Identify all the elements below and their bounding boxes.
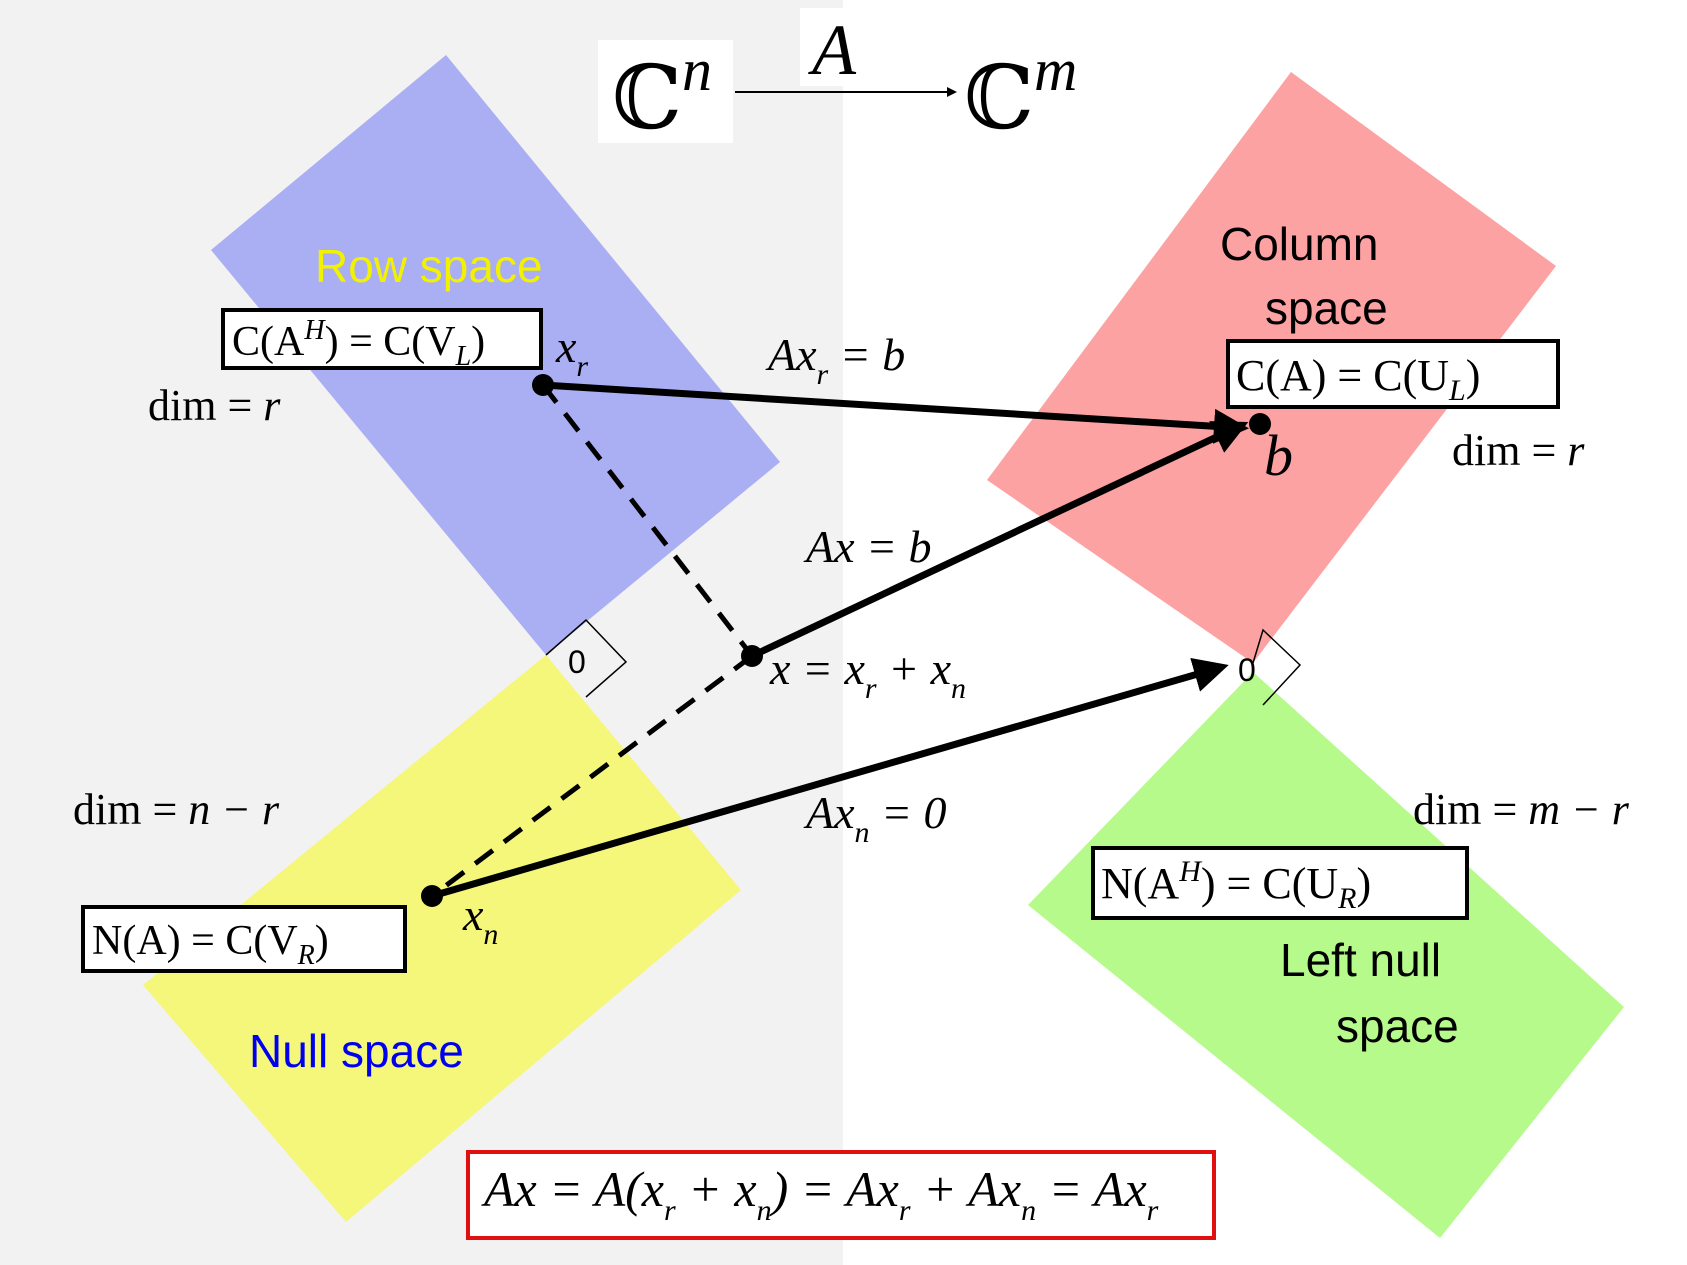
header-map-box	[800, 8, 875, 86]
origin-left-corner	[545, 618, 628, 698]
left-null-space-region	[1028, 672, 1624, 1238]
dashed-xr-to-x	[541, 383, 754, 658]
null-space-dim: dim = n − r	[73, 785, 280, 834]
point-x	[741, 645, 763, 667]
label-xn: xn	[462, 889, 498, 951]
header-domain: ℂn	[612, 37, 712, 148]
label-xr: xr	[555, 321, 588, 383]
label-axr: Axr = b	[765, 329, 905, 391]
left-null-space-formula: N(AH) = C(UR)	[1101, 855, 1371, 915]
row-space-formula: C(AH) = C(VL)	[232, 315, 485, 372]
point-xn	[421, 885, 443, 907]
left-null-space-title-line2: space	[1336, 1000, 1459, 1052]
left-null-space-dim: dim = m − r	[1413, 785, 1630, 834]
null-space-title: Null space	[249, 1025, 464, 1077]
label-b: b	[1264, 423, 1293, 488]
column-space-title-line2: space	[1265, 282, 1388, 334]
column-space-formula-box	[1226, 339, 1560, 409]
column-space-dim: dim = r	[1452, 426, 1585, 475]
label-axn: Axn = 0	[803, 787, 947, 849]
point-xr	[532, 374, 554, 396]
arrow-x-to-b	[750, 421, 1249, 660]
null-space-formula-box	[81, 905, 407, 973]
null-space-formula: N(A) = C(VR)	[92, 918, 329, 971]
header-domain-box	[598, 40, 733, 143]
row-space-dim: dim = r	[148, 381, 281, 430]
point-b	[1249, 413, 1271, 435]
row-space-formula-box	[221, 308, 543, 370]
column-space-formula: C(A) = C(UL)	[1236, 351, 1480, 407]
row-space-title: Row space	[315, 240, 543, 292]
left-null-space-formula-box	[1091, 846, 1469, 920]
header-codomain: ℂm	[964, 37, 1077, 148]
null-space-region	[143, 655, 741, 1222]
arrow-xn-to-0	[431, 657, 1229, 900]
left-null-space-title-line1: Left null	[1280, 934, 1441, 986]
column-space-title-line1: Column	[1220, 218, 1379, 270]
header-map-label: A	[808, 10, 857, 90]
label-x: x = xr + xn	[769, 643, 966, 705]
label-ax: Ax = b	[803, 521, 932, 572]
bottom-equation: Ax = A(xr + xn) = Axr + Axn = Axr	[481, 1161, 1159, 1227]
origin-right-corner	[1252, 628, 1302, 706]
origin-right-label: 0	[1238, 652, 1256, 688]
dashed-x-to-xn	[430, 654, 754, 898]
arrow-xr-to-b	[542, 381, 1249, 444]
origin-left-label: 0	[568, 644, 586, 680]
bottom-equation-box	[466, 1150, 1216, 1240]
